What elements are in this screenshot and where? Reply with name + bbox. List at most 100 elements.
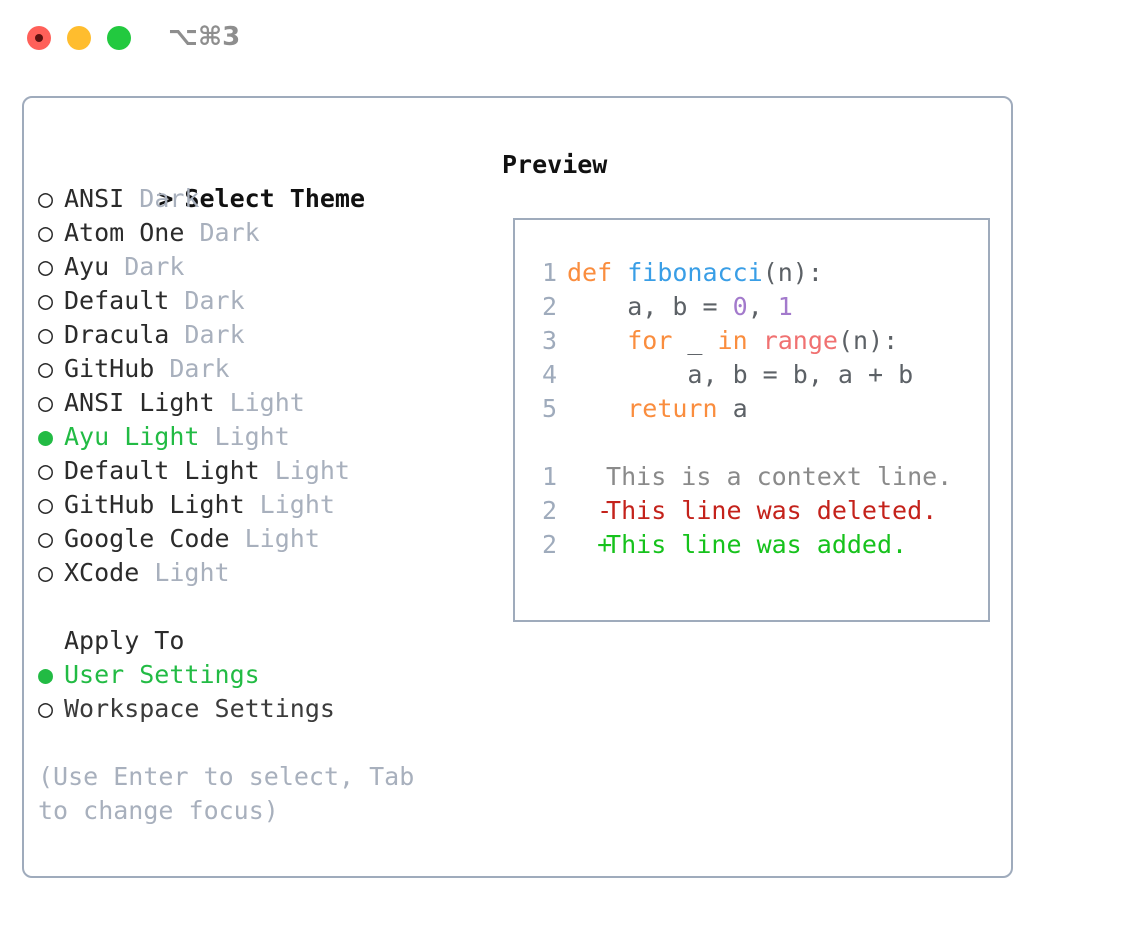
close-button[interactable] <box>27 26 51 50</box>
code-line: 2 a, b = 0, 1 <box>515 290 988 324</box>
code-token: (n): <box>837 326 899 355</box>
apply-to-option-label: User Settings <box>64 660 260 689</box>
radio-unselected-icon: ○ <box>38 286 54 315</box>
apply-to-heading: Apply To <box>64 626 185 655</box>
line-number: 3 <box>541 326 557 355</box>
theme-list-item[interactable]: ○GitHub Light Light <box>38 488 488 522</box>
diff-text: This is a context line. <box>591 462 953 491</box>
radio-unselected-icon: ○ <box>38 320 54 349</box>
diff-text: This line was added. <box>591 530 908 559</box>
radio-unselected-icon: ○ <box>38 558 54 587</box>
theme-name-label: Atom One <box>64 218 200 247</box>
theme-name-label: ANSI Light <box>64 388 230 417</box>
theme-list-item[interactable]: ●Ayu Light Light <box>38 420 488 454</box>
theme-list-item[interactable]: ○Dracula Dark <box>38 318 488 352</box>
line-number: 2 <box>541 496 557 525</box>
theme-list: ○ANSI Dark○Atom One Dark○Ayu Dark○Defaul… <box>38 182 488 590</box>
diff-marker: - <box>567 496 613 525</box>
code-token: , <box>747 292 778 321</box>
theme-kind-label: Light <box>229 388 305 417</box>
code-token: in <box>717 326 748 355</box>
theme-name-label: Google Code <box>64 524 245 553</box>
theme-list-item[interactable]: ○Google Code Light <box>38 522 488 556</box>
apply-to-option-label: Workspace Settings <box>64 694 335 723</box>
traffic-lights <box>27 26 131 50</box>
code-token: 0 <box>732 292 748 321</box>
theme-list-item[interactable]: ○ GitHub Dark <box>38 352 488 386</box>
theme-list-item[interactable]: ○ Default Light Light <box>38 454 488 488</box>
line-number: 1 <box>541 258 557 287</box>
theme-name-label: Default Light <box>64 456 275 485</box>
theme-list-item[interactable]: ○ XCode Light <box>38 556 488 590</box>
theme-name-label: ANSI <box>64 184 140 213</box>
line-number: 4 <box>541 360 557 389</box>
diff-text: This line was deleted. <box>591 496 938 525</box>
select-theme-heading: > Select Theme <box>38 148 488 213</box>
code-token: a, b = <box>567 292 733 321</box>
theme-name-label: Default <box>64 286 185 315</box>
code-token: _ <box>672 326 718 355</box>
code-token <box>567 394 627 423</box>
theme-list-item[interactable]: ○ANSI Dark <box>38 182 488 216</box>
theme-name-label: Dracula <box>64 320 185 349</box>
line-number: 5 <box>541 394 557 423</box>
theme-list-item[interactable]: ○Ayu Dark <box>38 250 488 284</box>
diff-line: 1 This is a context line. <box>515 460 988 494</box>
diff-line: 2 - This line was deleted. <box>515 494 988 528</box>
theme-kind-label: Light <box>274 456 350 485</box>
radio-unselected-icon: ○ <box>38 524 54 553</box>
theme-list-item[interactable]: ○ Default Dark <box>38 284 488 318</box>
title-bar: ⌥⌘3 <box>0 0 1140 78</box>
code-token: 1 <box>777 292 793 321</box>
theme-list-item[interactable]: ○ Atom One Dark <box>38 216 488 250</box>
theme-kind-label: Dark <box>124 252 185 281</box>
radio-unselected-icon: ○ <box>38 252 54 281</box>
radio-unselected-icon: ○ <box>38 456 54 485</box>
keyboard-shortcut-label: ⌥⌘3 <box>168 22 241 52</box>
apply-to-option[interactable]: ● User Settings <box>38 658 488 692</box>
spacer <box>38 590 488 624</box>
code-token: a <box>717 394 748 423</box>
theme-name-label: GitHub <box>64 354 170 383</box>
theme-kind-label: Light <box>259 490 335 519</box>
code-token: a, b = b, a + b <box>567 360 914 389</box>
focus-caret-icon: > <box>158 184 174 213</box>
line-number: 2 <box>541 530 557 559</box>
code-line: 3 for _ in range(n): <box>515 324 988 358</box>
theme-kind-label: Light <box>214 422 290 451</box>
theme-name-label: Ayu Light <box>64 422 215 451</box>
radio-selected-icon: ● <box>38 660 54 689</box>
theme-kind-label: Light <box>154 558 230 587</box>
radio-unselected-icon: ○ <box>38 218 54 247</box>
theme-kind-label: Dark <box>199 218 260 247</box>
radio-unselected-icon: ○ <box>38 388 54 417</box>
diff-marker <box>567 460 591 494</box>
spacer <box>515 426 988 460</box>
diff-line: 2 + This line was added. <box>515 528 988 562</box>
code-token: fibonacci <box>627 258 763 287</box>
code-line: 5 return a <box>515 392 988 426</box>
apply-to-options: ● User Settings ○ Workspace Settings <box>38 658 488 726</box>
maximize-button[interactable] <box>107 26 131 50</box>
code-token: (n): <box>762 258 823 287</box>
preview-title: Preview <box>502 150 608 179</box>
line-number: 2 <box>541 292 557 321</box>
theme-name-label: XCode <box>64 558 155 587</box>
diff-preview: 1 This is a context line.2 - This line w… <box>515 460 988 562</box>
radio-unselected-icon: ○ <box>38 694 54 723</box>
radio-unselected-icon: ○ <box>38 354 54 383</box>
theme-kind-label: Dark <box>169 354 230 383</box>
theme-list-item[interactable]: ○ ANSI Light Light <box>38 386 488 420</box>
select-theme-heading-label: Select Theme <box>184 184 366 213</box>
theme-kind-label: Dark <box>184 286 245 315</box>
minimize-button[interactable] <box>67 26 91 50</box>
help-text: (Use Enter to select, Tab to change focu… <box>38 762 415 825</box>
apply-to-option[interactable]: ○ Workspace Settings <box>38 692 488 726</box>
line-number: 1 <box>541 462 557 491</box>
code-token: return <box>627 394 718 423</box>
